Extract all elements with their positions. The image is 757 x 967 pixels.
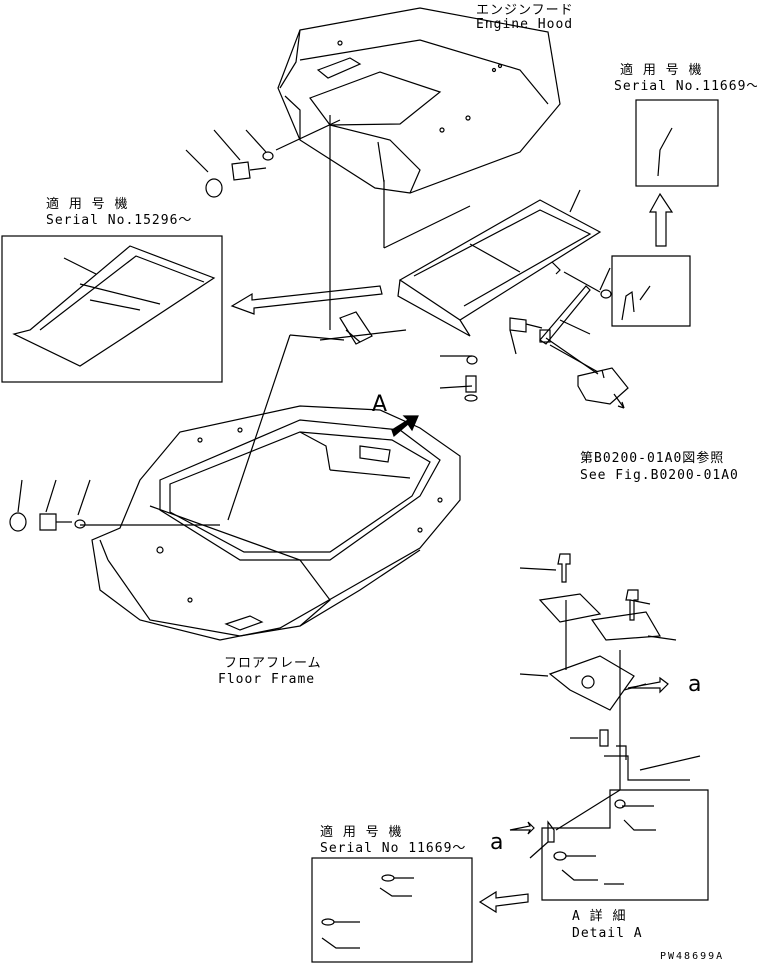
reference-label: See Fig.B0200-01A0 — [580, 468, 739, 483]
detail-a — [519, 553, 701, 859]
serial-bottom-jp-label: 適 用 号 機 — [320, 825, 403, 840]
inset-right-small — [611, 255, 691, 327]
leader-lines — [17, 115, 611, 526]
fasteners — [9, 151, 612, 532]
engine-hood-jp-label: エンジンフード — [476, 3, 574, 18]
detail-ref-a-left: a — [490, 830, 504, 855]
floor-frame-jp-label: フロアフレーム — [224, 656, 322, 671]
inset-left — [1, 235, 223, 383]
detail-a-label: Detail A — [572, 926, 643, 941]
reference-jp-label: 第B0200-01A0図参照 — [580, 451, 725, 466]
serial-left-jp-label: 適 用 号 機 — [46, 197, 129, 212]
serial-left-label: Serial No.15296～ — [46, 213, 193, 228]
detail-a-box — [541, 789, 709, 901]
floor-frame-label: Floor Frame — [218, 672, 316, 687]
view-a-label: A — [372, 392, 388, 417]
stay-rod — [539, 285, 629, 409]
bracket — [339, 311, 373, 345]
serial-top-jp-label: 適 用 号 機 — [620, 63, 703, 78]
drawing-number: PW48699A — [660, 951, 725, 962]
floor-frame — [91, 405, 461, 641]
inset-bottom — [311, 857, 473, 963]
serial-bottom-label: Serial No 11669～ — [320, 841, 467, 856]
arrow-up — [648, 192, 674, 247]
arrow-left-large — [230, 285, 383, 315]
arrow-to-inset-bottom — [478, 890, 529, 914]
arrow-to-a — [509, 676, 669, 835]
detail-a-jp-label: A 詳 細 — [572, 909, 627, 924]
inset-top — [635, 99, 719, 187]
serial-top-label: Serial No.11669～ — [614, 79, 757, 94]
step-frame — [397, 199, 602, 337]
engine-hood-label: Engine Hood — [476, 17, 574, 32]
view-a-arrow — [391, 415, 419, 438]
engine-hood — [277, 7, 561, 194]
detail-ref-a-right: a — [688, 672, 702, 697]
